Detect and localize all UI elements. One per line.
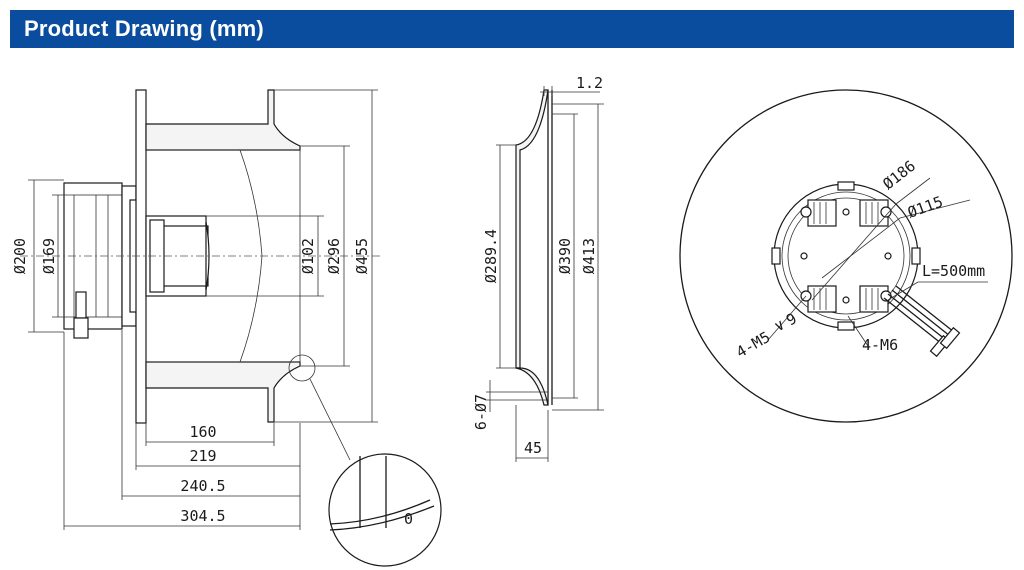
dim-d455: Ø455 [353,238,371,274]
cable-gland [75,291,87,319]
header-bar: Product Drawing (mm) [10,10,1014,48]
screw-hole [800,252,808,260]
dim-d115: Ø115 [905,192,945,221]
dim-m5: 4-M5 [733,328,773,362]
screw-hole [880,206,892,218]
fin-block [807,199,837,227]
ring-view: 1.2 Ø289.4 Ø390 Ø413 6-Ø7 45 [472,74,604,462]
front-view: Ø186 Ø115 L=500mm 4-M5 ∨ 9 4-M6 [679,89,1013,423]
dim-cable: L=500mm [922,262,985,280]
dim-d390: Ø390 [556,238,574,274]
screw-hole [800,206,812,218]
dim-d413: Ø413 [580,238,598,274]
detail-label: 0 [404,510,413,528]
dim-holes: 6-Ø7 [472,394,490,430]
dim-l240: 240.5 [180,477,225,495]
motor-circle [773,183,919,329]
screw-hole [842,296,850,304]
cable [883,297,943,345]
dim-d169: Ø169 [40,238,58,274]
dim-depth: 45 [524,439,542,457]
outer-circle [679,89,1013,423]
detail-marker [288,354,316,382]
dim-d289: Ø289.4 [482,229,500,283]
impeller-bottom [145,361,301,423]
side-view: Ø200 Ø169 Ø102 Ø296 Ø455 160 219 240.5 3… [11,89,442,567]
ring-profile-top [515,89,549,369]
dim-d102: Ø102 [299,238,317,274]
ring-profile-bottom [515,367,549,406]
dim-l304: 304.5 [180,507,225,525]
dim-l219: 219 [189,447,216,465]
page-title: Product Drawing (mm) [24,16,264,41]
screw-hole [842,208,850,216]
detail-circle [328,453,442,567]
fin-block [807,285,837,313]
dim-d296: Ø296 [325,238,343,274]
dim-l160: 160 [189,423,216,441]
screw-hole [884,252,892,260]
dim-m6: 4-M6 [862,336,898,354]
back-plate [135,89,147,424]
dim-thickness: 1.2 [576,74,603,92]
dim-d200: Ø200 [11,238,29,274]
impeller-top [145,89,301,151]
dim-d186: Ø186 [879,157,919,193]
dim-m5-depth: 9 [783,309,800,329]
